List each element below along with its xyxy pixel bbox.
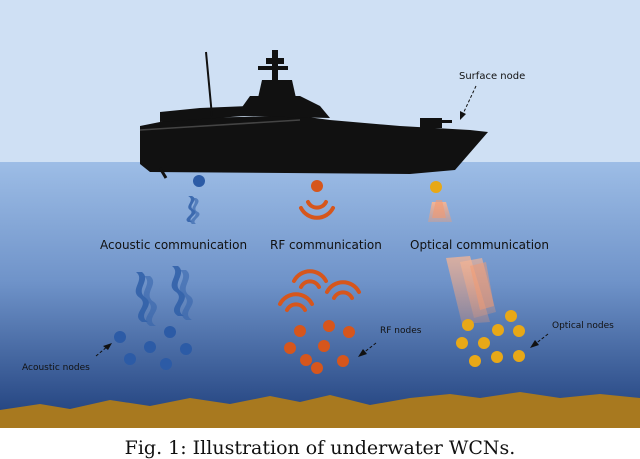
rf-nodes-arrow bbox=[361, 342, 377, 355]
acoustic-node bbox=[160, 358, 172, 370]
light-beam-icon bbox=[446, 256, 496, 324]
rf-communication-label: RF communication bbox=[270, 238, 382, 252]
water bbox=[0, 162, 640, 428]
rf-node bbox=[300, 354, 312, 366]
optical-node bbox=[462, 319, 474, 331]
rf-nodes-label: RF nodes bbox=[380, 326, 422, 336]
rf-node bbox=[323, 320, 335, 332]
optical-nodes-arrowhead bbox=[530, 340, 539, 348]
acoustic-nodes-label: Acoustic nodes bbox=[22, 363, 90, 373]
light-beam-icon bbox=[428, 200, 452, 222]
rf-node bbox=[343, 326, 355, 338]
optical-nodes-cluster bbox=[456, 310, 525, 367]
optical-node bbox=[469, 355, 481, 367]
acoustic-node bbox=[144, 341, 156, 353]
rf-nodes-cluster bbox=[284, 320, 355, 374]
acoustic-wave-icon bbox=[186, 196, 200, 224]
rf-node bbox=[311, 362, 323, 374]
optical-node bbox=[505, 310, 517, 322]
acoustic-nodes-cluster bbox=[114, 326, 192, 370]
surface-node-label: Surface node bbox=[459, 71, 525, 82]
acoustic-node bbox=[180, 343, 192, 355]
rf-node bbox=[337, 355, 349, 367]
ship-silhouette-icon bbox=[139, 50, 488, 179]
surface-node-arrow bbox=[461, 85, 477, 117]
underwater-network-illustration: Surface node Acoustic communication RF c… bbox=[0, 0, 640, 428]
optical-nodes-label: Optical nodes bbox=[552, 321, 614, 331]
acoustic-node bbox=[164, 326, 176, 338]
optical-node bbox=[456, 337, 468, 349]
acoustic-nodes-arrow bbox=[95, 345, 109, 357]
rf-nodes-arrowhead bbox=[358, 349, 367, 357]
surface-node-arrowhead bbox=[460, 111, 466, 120]
rf-node bbox=[294, 325, 306, 337]
optical-node bbox=[513, 325, 525, 337]
seabed bbox=[0, 392, 640, 428]
acoustic-surface-node bbox=[193, 175, 205, 187]
optical-communication-label: Optical communication bbox=[410, 238, 549, 252]
acoustic-node bbox=[124, 353, 136, 365]
acoustic-nodes-arrowhead bbox=[103, 343, 112, 350]
optical-node bbox=[478, 337, 490, 349]
optical-nodes-arrow bbox=[533, 333, 549, 346]
figure-caption: Fig. 1: Illustration of underwater WCNs. bbox=[124, 437, 516, 459]
acoustic-communication-label: Acoustic communication bbox=[100, 238, 247, 252]
optical-surface-node bbox=[430, 181, 442, 193]
rf-surface-node bbox=[311, 180, 323, 192]
rf-node bbox=[318, 340, 330, 352]
rf-node bbox=[284, 342, 296, 354]
optical-node bbox=[492, 324, 504, 336]
acoustic-wave-icon bbox=[135, 266, 193, 326]
optical-node bbox=[491, 351, 503, 363]
optical-node bbox=[513, 350, 525, 362]
acoustic-node bbox=[114, 331, 126, 343]
